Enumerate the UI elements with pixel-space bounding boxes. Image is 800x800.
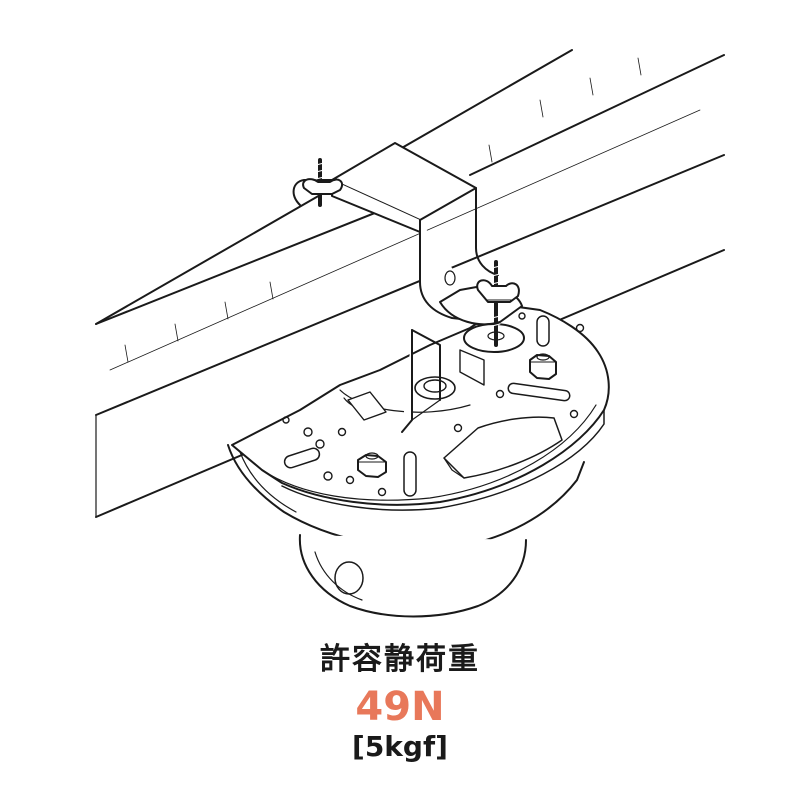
camera-dome (298, 534, 527, 618)
hex-nut-left (357, 452, 387, 478)
load-value: 49N (355, 684, 445, 730)
load-title: 許容静荷重 (320, 642, 480, 677)
hex-nut-right (529, 353, 557, 380)
camera-mount-illustration (95, 49, 725, 618)
load-value-kgf: [5kgf] (352, 730, 448, 763)
load-caption: 許容静荷重 49N [5kgf] (0, 640, 800, 764)
mount-plate (231, 304, 610, 511)
wing-bolt-right (476, 260, 520, 347)
pipe (95, 49, 725, 518)
wing-bolt-left (302, 158, 344, 207)
